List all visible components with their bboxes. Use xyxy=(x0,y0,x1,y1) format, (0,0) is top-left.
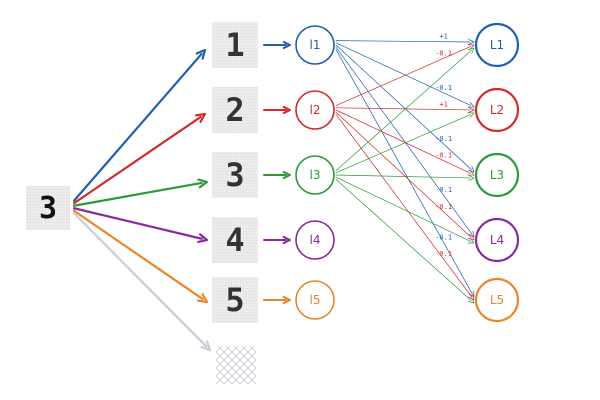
template-digit: 3 xyxy=(225,156,244,194)
weight-label: -0.1 xyxy=(435,152,452,160)
blank-template-pattern xyxy=(216,346,256,384)
template-digit: 2 xyxy=(225,91,244,129)
template-tile-6 xyxy=(216,346,256,384)
connection-l2-L3 xyxy=(335,109,475,176)
hidden-node-label: l1 xyxy=(310,38,321,52)
input-digit: 3 xyxy=(39,191,57,226)
connection-l1-L4 xyxy=(335,46,475,238)
arrow-input-to-template-1 xyxy=(72,48,207,202)
arrow-input-to-template-3 xyxy=(72,178,209,207)
output-node-label: L2 xyxy=(490,103,504,117)
arrow-template-to-hidden-4 xyxy=(263,235,291,245)
arrow-input-to-template-5 xyxy=(72,209,209,304)
template-layer: 1 2 3 4 5 xyxy=(212,22,258,384)
hidden-node-label: l3 xyxy=(310,168,321,182)
template-digit: 5 xyxy=(225,281,244,319)
weight-label: -0.1 xyxy=(435,203,452,211)
arrow-template-to-hidden-1 xyxy=(263,40,291,50)
hidden-node-l4: l4 xyxy=(295,220,335,260)
connection-layer xyxy=(72,38,475,352)
connection-l3-L5 xyxy=(335,179,475,304)
template-tile-1: 1 xyxy=(212,22,258,68)
output-node-L4: L4 xyxy=(474,217,520,263)
hidden-node-layer: l1 l2 l3 l4 l5 xyxy=(295,25,335,320)
output-node-label: L3 xyxy=(490,168,504,182)
weight-label: -0.1 xyxy=(435,49,452,57)
connection-l1-L5 xyxy=(335,49,475,298)
template-digit: 4 xyxy=(225,221,244,259)
connection-l2-L1 xyxy=(335,44,475,106)
arrow-input-to-template-2 xyxy=(72,112,207,205)
weight-label: -0.1 xyxy=(435,250,452,258)
template-tile-4: 4 xyxy=(212,217,258,263)
arrow-template-to-hidden-3 xyxy=(263,170,291,180)
hidden-node-l3: l3 xyxy=(295,155,335,195)
weight-label: -0.1 xyxy=(435,186,452,194)
connection-l1-L1 xyxy=(335,38,475,45)
connection-l3-L1 xyxy=(335,47,475,171)
connection-l3-L2 xyxy=(335,112,475,174)
template-tile-2: 2 xyxy=(212,87,258,133)
hidden-node-label: l5 xyxy=(310,293,321,307)
connection-l2-L4 xyxy=(335,111,475,241)
output-node-L5: L5 xyxy=(474,277,520,323)
output-node-L2: L2 xyxy=(474,87,520,133)
input-tile: 3 xyxy=(26,186,70,230)
weight-label: -0.1 xyxy=(435,234,452,242)
hidden-node-l5: l5 xyxy=(295,280,335,320)
output-node-label: L1 xyxy=(490,38,504,52)
weight-label: +1 xyxy=(439,33,447,41)
hidden-node-label: l4 xyxy=(310,233,321,247)
hidden-node-label: l2 xyxy=(310,103,321,117)
connection-l1-L3 xyxy=(335,44,475,173)
template-digit: 1 xyxy=(225,26,244,64)
arrow-input-to-template-4 xyxy=(72,207,209,244)
output-node-label: L4 xyxy=(490,233,504,247)
arrow-input-to-template-6 xyxy=(72,212,212,352)
weight-label: -0.1 xyxy=(435,135,452,143)
output-node-L1: L1 xyxy=(474,22,520,68)
arrow-template-to-hidden-2 xyxy=(263,105,291,115)
connection-l2-L5 xyxy=(335,114,475,301)
template-tile-3: 3 xyxy=(212,152,258,198)
hidden-node-l1: l1 xyxy=(295,25,335,65)
output-node-label: L5 xyxy=(490,293,504,307)
arrow-template-to-hidden-5 xyxy=(263,295,291,305)
template-tile-5: 5 xyxy=(212,277,258,323)
weight-label-layer: +1 -0.1 -0.1 -0.1 -0.1 -0.1 +1 -0.1 -0.1 -0.1 xyxy=(435,33,452,258)
connection-l2-L2 xyxy=(335,106,475,113)
connection-l1-L2 xyxy=(335,42,475,108)
weight-label: +1 xyxy=(439,101,447,109)
connection-l3-L3 xyxy=(335,174,475,181)
output-node-L3: L3 xyxy=(474,152,520,198)
hidden-node-l2: l2 xyxy=(295,90,335,130)
connection-l3-L4 xyxy=(335,176,475,244)
weight-label: -0.1 xyxy=(435,84,452,92)
